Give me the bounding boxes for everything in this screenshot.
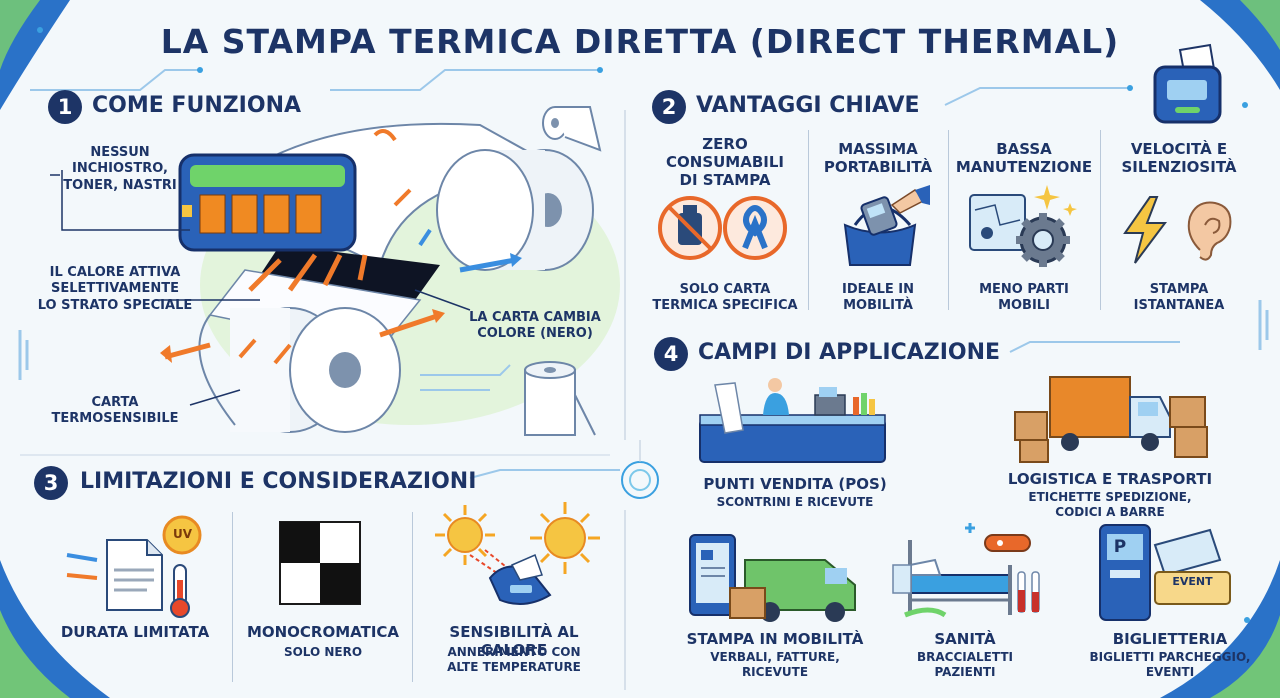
advantage-4-sub: STAMPA ISTANTANEA — [1133, 282, 1225, 314]
ticket-event-label: EVENT — [1172, 575, 1213, 588]
parking-p-label: P — [1113, 537, 1127, 557]
no-consumables-icon — [658, 196, 787, 260]
app-logistics-title: LOGISTICA E TRASPORTI — [1007, 470, 1213, 488]
advantage-2-title: MASSIMA PORTABILITÀ — [823, 140, 933, 176]
limit-3-title: SENSIBILITÀ AL CALORE — [449, 623, 579, 659]
adv-divider-3 — [1100, 130, 1101, 310]
limit-1-title: DURATA LIMITATA — [60, 623, 210, 641]
low-maintenance-icon — [969, 185, 1077, 267]
ticketing-illustration — [1099, 524, 1231, 621]
section-4-title: CAMPI DI APPLICAZIONE — [698, 340, 1001, 365]
section-3-number: 3 — [34, 466, 68, 500]
app-mobile-title: STAMPA IN MOBILITÀ — [686, 630, 864, 648]
heat-sensitivity-icon — [435, 502, 600, 605]
limit-2-sub: SOLO NERO — [283, 645, 363, 659]
monochrome-checker-icon — [279, 521, 361, 605]
advantage-1-title: ZERO CONSUMABILI DI STAMPA — [666, 135, 784, 189]
advantage-4-title: VELOCITÀ E SILENZIOSITÀ — [1121, 140, 1237, 176]
logistics-illustration — [1014, 376, 1208, 463]
app-logistics-sub: ETICHETTE SPEDIZIONE, CODICI A BARRE — [1028, 490, 1192, 519]
section-2-number: 2 — [652, 90, 686, 124]
limit-divider-1 — [232, 512, 233, 682]
app-healthcare-title: SANITÀ — [934, 630, 996, 648]
section-1-title: COME FUNZIONA — [92, 93, 302, 118]
uv-label-icon — [66, 515, 202, 618]
label-paper-changes-color: LA CARTA CAMBIA COLORE (NERO) — [469, 310, 601, 342]
app-ticketing-title: BIGLIETTERIA — [1112, 630, 1228, 648]
speed-silence-icon — [1123, 196, 1232, 264]
advantage-1-sub: SOLO CARTA TERMICA SPECIFICA — [652, 282, 798, 314]
limit-2-title: MONOCROMATICA — [246, 623, 400, 641]
limit-3-sub: ANNERIMENTO CON ALTE TEMPERATURE — [447, 645, 581, 674]
limit-divider-2 — [412, 512, 413, 682]
adv-divider-1 — [808, 130, 809, 310]
app-mobile-sub: VERBALI, FATTURE, RICEVUTE — [710, 650, 840, 679]
advantage-3-title: BASSA MANUTENZIONE — [955, 140, 1093, 176]
page-title: LA STAMPA TERMICA DIRETTA (DIRECT THERMA… — [160, 22, 1120, 61]
healthcare-illustration — [892, 523, 1040, 618]
advantage-2-sub: IDEALE IN MOBILITÀ — [842, 282, 914, 314]
app-pos-sub: SCONTRINI E RICEVUTE — [716, 495, 874, 509]
app-ticketing-sub: BIGLIETTI PARCHEGGIO, EVENTI — [1089, 650, 1251, 679]
section-1-number: 1 — [48, 90, 82, 124]
app-healthcare-sub: BRACCIALETTI PAZIENTI — [917, 650, 1013, 679]
label-thermal-paper: CARTA TERMOSENSIBILE — [51, 395, 179, 427]
section-3-title: LIMITAZIONI E CONSIDERAZIONI — [80, 469, 477, 494]
pos-illustration — [699, 378, 886, 463]
label-heat-activates: IL CALORE ATTIVA SELETTIVAMENTE LO STRAT… — [37, 265, 193, 313]
thermal-printer-illustration — [50, 106, 620, 436]
adv-divider-2 — [948, 130, 949, 310]
handheld-printer-icon — [1153, 43, 1222, 124]
mobile-printing-illustration — [689, 534, 856, 622]
label-no-ink: NESSUN INCHIOSTRO, TONER, NASTRI — [63, 145, 177, 193]
advantage-3-sub: MENO PARTI MOBILI — [979, 282, 1069, 314]
app-pos-title: PUNTI VENDITA (POS) — [703, 475, 887, 493]
section-4-number: 4 — [654, 337, 688, 371]
portability-icon — [843, 185, 930, 266]
uv-text: UV — [173, 527, 193, 541]
section-2-title: VANTAGGI CHIAVE — [696, 93, 920, 118]
